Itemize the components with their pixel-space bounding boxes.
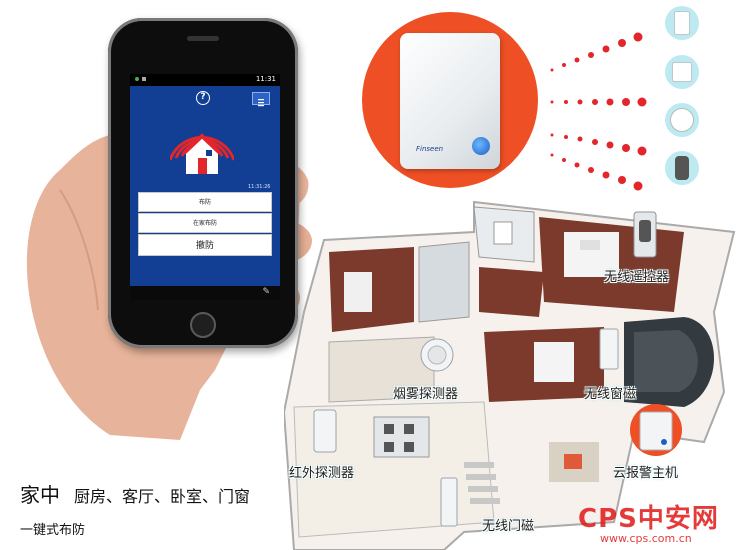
status-bar: 11:31 <box>130 74 280 86</box>
arm-button[interactable]: 布防 <box>138 192 272 212</box>
caption-line1: 家中厨房、客厅、卧室、门窗 <box>20 479 250 508</box>
label-smoke: 烟雾探测器 <box>393 387 459 402</box>
label-cloud-host: 云报警主机 <box>613 466 679 481</box>
tools-icon[interactable]: ✎ <box>262 287 270 297</box>
remote-control-icon <box>665 151 699 185</box>
status-time: 11:31 <box>255 75 276 83</box>
alarm-hub-device: Finseen <box>400 33 500 169</box>
hub-brand: Finseen <box>416 145 444 153</box>
caption-subtitle: 一键式布防 <box>20 523 86 538</box>
label-door: 无线门磁 <box>482 519 535 534</box>
phone-speaker <box>187 36 219 41</box>
phone-home-button[interactable] <box>190 312 216 338</box>
hub-logo-icon <box>472 137 490 155</box>
status-icons <box>135 77 146 81</box>
floor-plan <box>284 200 736 550</box>
disarm-button[interactable]: 撤防 <box>138 234 272 256</box>
home-arm-button[interactable]: 在家布防 <box>138 213 272 233</box>
caption-title: 家中 <box>20 483 60 507</box>
menu-icon[interactable] <box>252 92 270 107</box>
label-infrared: 红外探测器 <box>289 466 355 481</box>
smartphone: 11:31 ? 11:31:26 布防 在家布防 撤防 ✎ <box>108 18 298 348</box>
watermark-logo: CPS中安网 <box>578 504 719 534</box>
window-sensor-icon <box>665 55 699 89</box>
signal-dots <box>550 32 647 191</box>
phone-screen: 11:31 ? 11:31:26 布防 在家布防 撤防 ✎ <box>130 74 280 300</box>
label-remote: 无线遥控器 <box>604 270 670 285</box>
screen-timestamp: 11:31:26 <box>248 184 271 190</box>
question-icon[interactable]: ? <box>196 91 210 105</box>
caption-rooms: 厨房、客厅、卧室、门窗 <box>74 487 251 506</box>
home-alarm-icon <box>170 133 234 174</box>
label-window: 无线窗磁 <box>584 387 637 402</box>
remote-device-icon <box>665 6 699 40</box>
watermark-url: www.cps.com.cn <box>600 532 692 545</box>
nav-bar: ✎ <box>130 286 280 300</box>
smoke-detector-icon <box>665 103 699 137</box>
